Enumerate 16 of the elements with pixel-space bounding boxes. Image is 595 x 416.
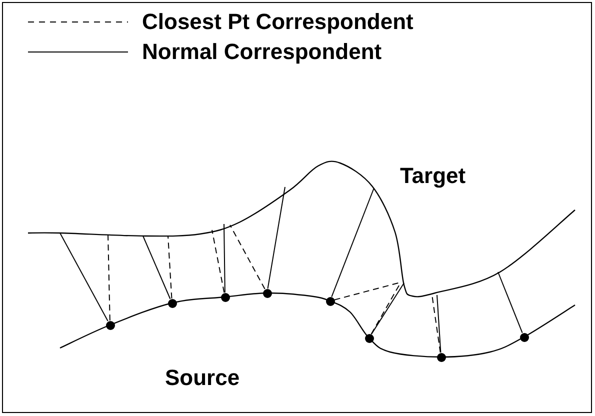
correspondence-line [267,186,286,290]
correspondence-line [224,224,226,293]
correspondence-line [331,188,374,298]
dashed-correspondence-line [168,236,172,299]
legend-text: Closest Pt Correspondent [142,8,414,36]
dashed-correspondence-line [230,224,266,290]
curve-label: Source [165,365,240,391]
legend-text: Normal Correspondent [142,38,382,66]
correspondence-line [498,272,523,334]
correspondence-line [436,294,442,353]
dashed-correspondence-line [108,234,110,321]
curve-label: Target [400,163,466,189]
dashed-correspondence-line [212,230,225,294]
dashed-correspondence-line [432,294,441,354]
correspondence-line [142,236,171,300]
correspondence-line [60,232,108,322]
